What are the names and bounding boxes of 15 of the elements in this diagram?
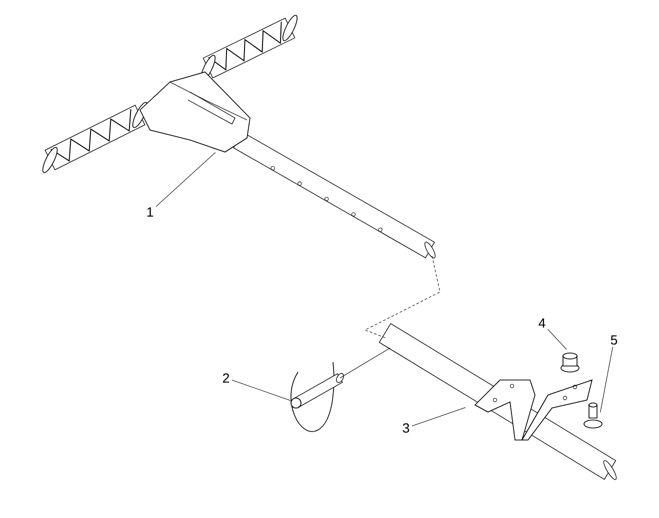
- guide-line: [340, 348, 390, 378]
- leader-line: [232, 380, 291, 401]
- callout-number: 4: [538, 318, 546, 328]
- bolt-drawing: [584, 402, 602, 428]
- callout-number: 3: [402, 423, 410, 433]
- nut-drawing: [560, 352, 580, 372]
- leader-line: [412, 407, 466, 426]
- handlebar-drawing: [42, 14, 436, 258]
- dashed-guide-line: [364, 256, 440, 338]
- pin-drawing: [290, 362, 344, 432]
- leader-line: [548, 329, 567, 350]
- callout-number: 2: [222, 373, 230, 383]
- leader-line: [600, 346, 613, 413]
- leader-line: [156, 152, 216, 207]
- callout-number: 5: [610, 335, 618, 345]
